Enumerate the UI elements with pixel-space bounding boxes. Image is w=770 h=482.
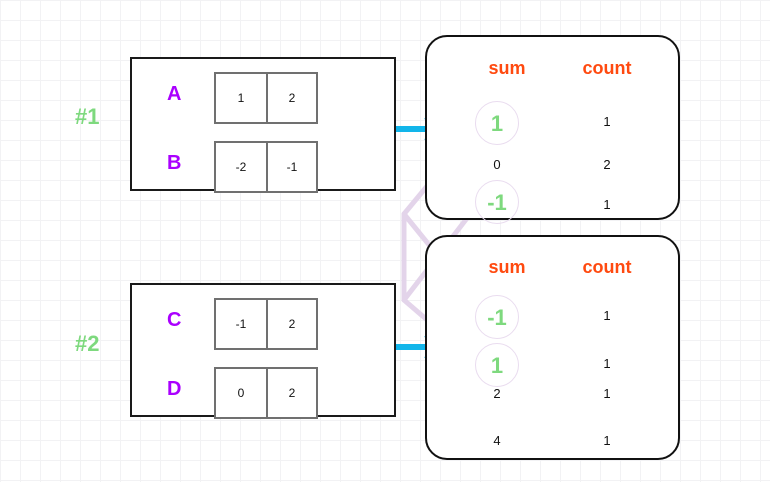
row-label-a: A (167, 83, 182, 105)
table-1-count-1: 2 (603, 157, 611, 172)
table-2-header-count: count (582, 257, 632, 277)
cell-c-0: -1 (235, 317, 247, 331)
cell-d-1: 2 (266, 369, 316, 417)
result-table-2: sum count -1 1 1 1 2 1 4 1 (425, 235, 680, 460)
table-1-header-count: count (582, 58, 632, 78)
table-2-count-2: 1 (603, 386, 611, 401)
table-2-sum-1: 1 (475, 343, 519, 387)
table-1-sum-2: -1 (475, 180, 519, 224)
cell-a-0: 1 (237, 91, 245, 105)
table-2-count-1: 1 (603, 356, 611, 371)
result-table-1: sum count 1 1 0 2 -1 1 (425, 35, 680, 224)
cell-c-1: 2 (266, 300, 316, 348)
cell-d-0: 0 (237, 386, 245, 400)
partition-box-2: C -1 2 D 0 2 (130, 283, 396, 419)
table-1-sum-1: 0 (493, 157, 501, 172)
table-2-count-3: 1 (603, 433, 611, 448)
table-1-sum-0: 1 (475, 101, 519, 145)
partition-tag-2: #2 (75, 331, 100, 356)
row-pair-c: -1 2 (214, 298, 318, 350)
cell-b-1: -1 (266, 143, 316, 191)
cell-b-0: -2 (235, 160, 247, 174)
row-label-b: B (167, 152, 182, 174)
table-2-sum-0: -1 (475, 295, 519, 339)
table-2-sum-3: 4 (493, 433, 501, 448)
table-2-header-sum: sum (488, 257, 526, 277)
table-2-sum-2: 2 (493, 386, 501, 401)
table-1-count-2: 1 (603, 197, 611, 212)
row-pair-d: 0 2 (214, 367, 318, 419)
partition-box-1: A 1 2 B -2 -1 (130, 57, 396, 193)
row-pair-b: -2 -1 (214, 141, 318, 193)
cell-a-1: 2 (266, 74, 316, 122)
partition-tag-1: #1 (75, 104, 100, 129)
row-pair-a: 1 2 (214, 72, 318, 124)
row-label-d: D (167, 378, 182, 400)
row-label-c: C (167, 309, 182, 331)
table-2-count-0: 1 (603, 308, 611, 323)
table-1-header-sum: sum (488, 58, 526, 78)
table-1-count-0: 1 (603, 114, 611, 129)
